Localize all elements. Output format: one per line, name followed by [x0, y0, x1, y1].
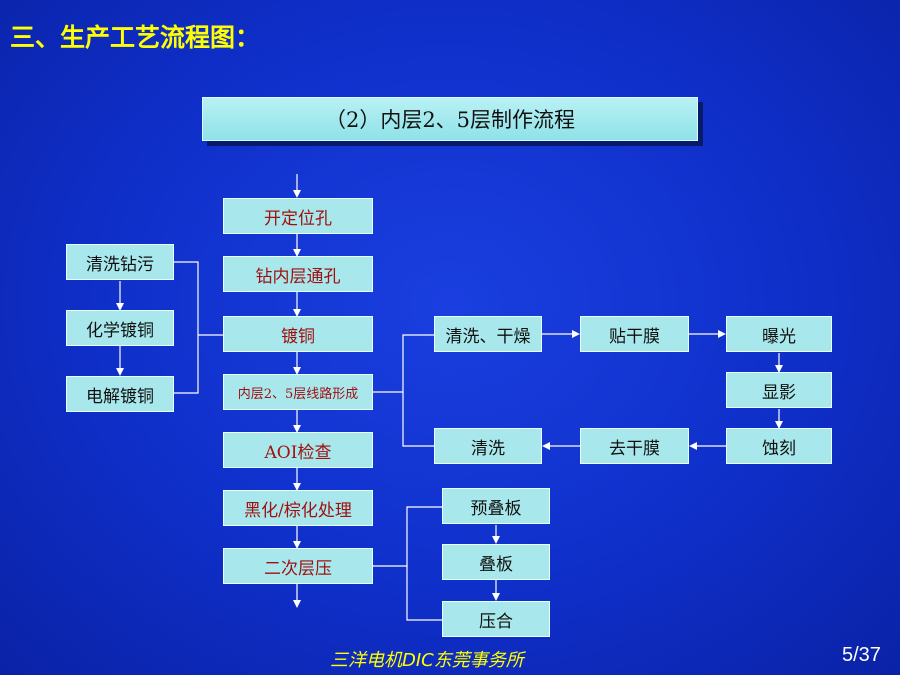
link-circuit-bottom [402, 392, 434, 447]
link-lamination-top [373, 506, 442, 567]
step-black-brown-oxide: 黑化/棕化处理 [223, 490, 373, 526]
plating-electroless-copper: 化学镀铜 [66, 310, 174, 346]
bracket-plating [174, 261, 199, 394]
lamination-layup: 叠板 [442, 544, 550, 580]
circuit-develop: 显影 [726, 372, 832, 408]
circuit-strip-film: 去干膜 [580, 428, 689, 464]
circuit-etch: 蚀刻 [726, 428, 832, 464]
step-drill-inner-vias: 钻内层通孔 [223, 256, 373, 292]
lamination-pre-layup: 预叠板 [442, 488, 550, 524]
step-aoi-inspection: AOI检查 [223, 432, 373, 468]
circuit-clean: 清洗 [434, 428, 542, 464]
page-number: 5/37 [842, 644, 881, 666]
circuit-exposure: 曝光 [726, 316, 832, 352]
plating-desmear: 清洗钻污 [66, 244, 174, 280]
lamination-press: 压合 [442, 601, 550, 637]
footer-company: 三洋电机DIC东莞事务所 [330, 650, 524, 671]
link-lamination-bottom [406, 566, 442, 621]
step-second-lamination: 二次层压 [223, 548, 373, 584]
step-copper-plating: 镀铜 [223, 316, 373, 352]
circuit-clean-dry: 清洗、干燥 [434, 316, 542, 352]
step-drill-locating-holes: 开定位孔 [223, 198, 373, 234]
section-banner: （2）内层2、5层制作流程 [202, 97, 698, 141]
link-circuit-top [373, 334, 434, 393]
circuit-dry-film-lamination: 贴干膜 [580, 316, 689, 352]
step-inner-circuit-forming: 内层2、5层线路形成 [223, 374, 373, 410]
slide-title: 三、生产工艺流程图： [10, 23, 261, 52]
plating-electrolytic-copper: 电解镀铜 [66, 376, 174, 412]
